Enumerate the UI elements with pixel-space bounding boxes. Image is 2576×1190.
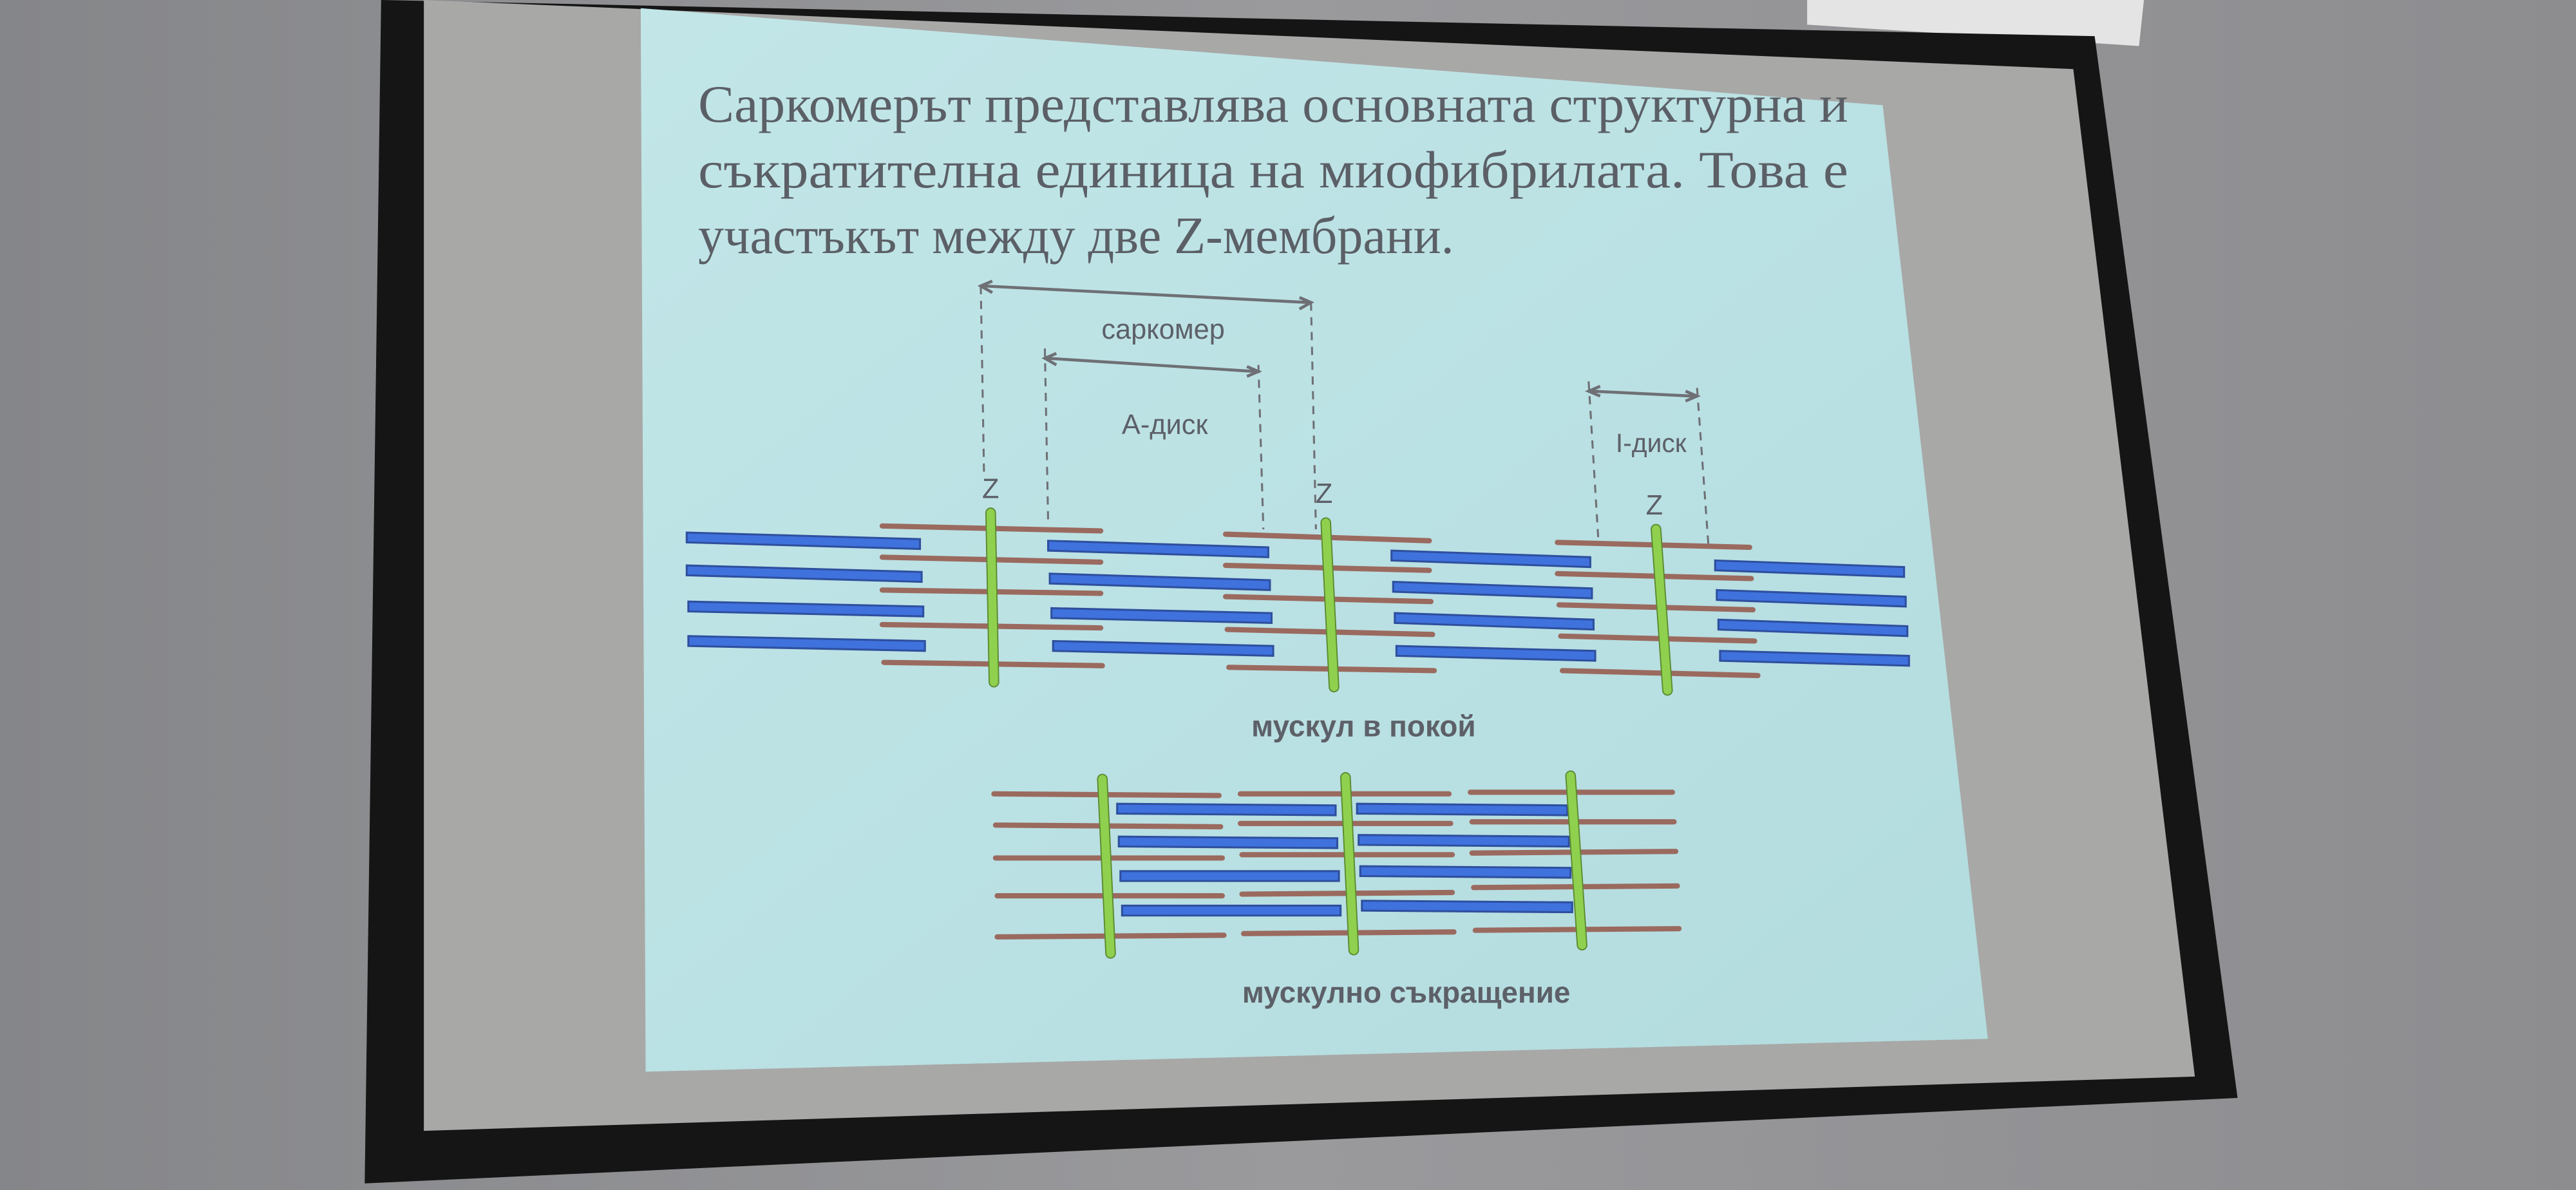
thick-filaments xyxy=(1116,802,1573,917)
resting-muscle-caption: мускул в покой xyxy=(1251,710,1475,743)
sarcomere-label: саркомер xyxy=(1101,314,1224,345)
slide xyxy=(640,8,1988,1072)
z-label-2: Z xyxy=(1316,478,1332,509)
slide-paragraph: Саркомерът представлява основната структ… xyxy=(698,75,1848,265)
sarcomere-arrow xyxy=(983,284,1308,304)
contraction-caption: мускулно съкращение xyxy=(1242,976,1571,1009)
contracted-muscle-diagram xyxy=(991,770,1682,959)
i-band-label: I-диск xyxy=(1616,428,1687,458)
z-lines xyxy=(1097,770,1587,959)
a-band-label: А-диск xyxy=(1122,410,1209,440)
thick-filaments xyxy=(685,531,1910,667)
paragraph-line-1: Саркомерът представлява основната структ… xyxy=(698,75,1848,133)
z-label-1: Z xyxy=(982,473,999,504)
a-band-arrow xyxy=(1048,357,1256,373)
paragraph-line-2: съкратителна единица на миофибрилата. То… xyxy=(698,140,1848,199)
paragraph-line-3: участъкът между две Z-мембрани. xyxy=(698,206,1454,265)
i-band-arrow xyxy=(1591,390,1694,398)
z-label-3: Z xyxy=(1646,490,1663,521)
resting-muscle-diagram xyxy=(685,507,1910,696)
z-lines xyxy=(985,507,1673,696)
screen-housing xyxy=(1807,0,2145,46)
dimension-markers xyxy=(977,279,1710,548)
